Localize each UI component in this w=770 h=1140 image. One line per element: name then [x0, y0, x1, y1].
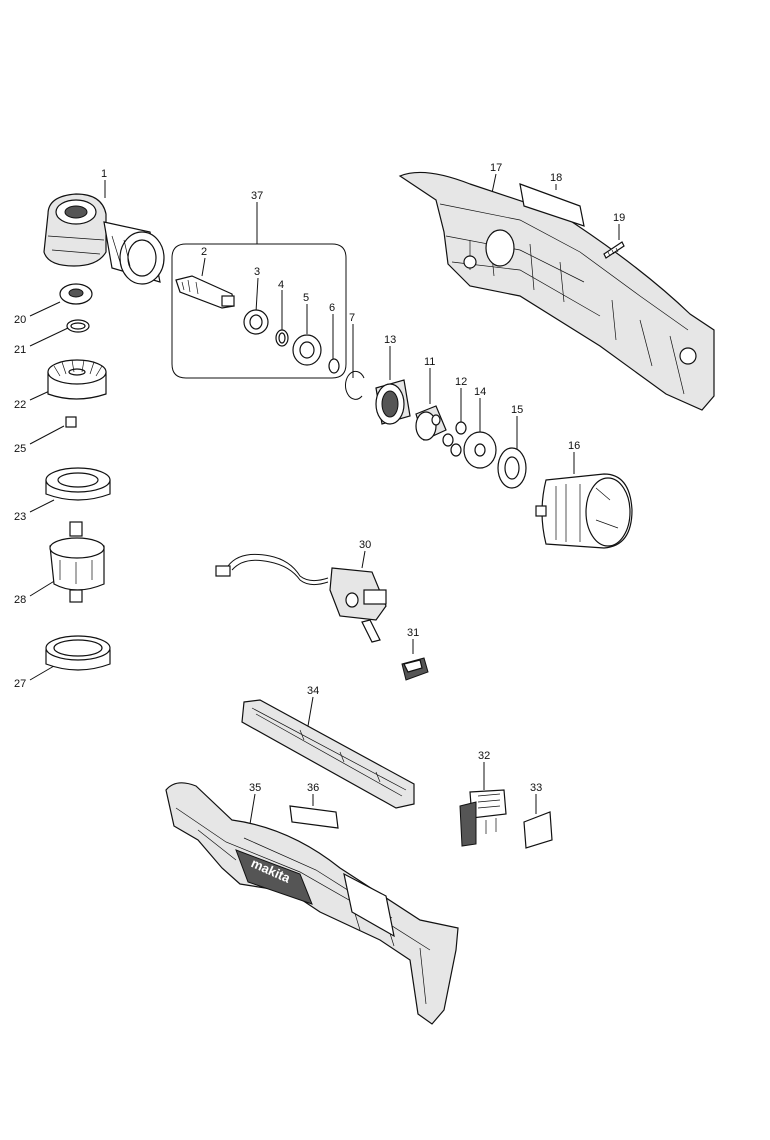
- part-number-3: 3: [254, 266, 260, 278]
- part-22-bevel-gear: [47, 359, 107, 400]
- part-number-2: 2: [201, 246, 207, 258]
- part-23-ring: [45, 467, 111, 501]
- part-number-20: 20: [14, 314, 26, 326]
- part-number-12: 12: [455, 376, 467, 388]
- part-1-angle-head: [43, 193, 165, 285]
- part-number-31: 31: [407, 627, 419, 639]
- part-number-1: 1: [101, 168, 107, 180]
- part-14-washer: [463, 431, 497, 469]
- part-number-11: 11: [424, 356, 435, 368]
- part-number-27: 27: [14, 678, 26, 690]
- part-number-17: 17: [490, 162, 502, 174]
- part-number-36: 36: [307, 782, 319, 794]
- part-28-anvil-assembly: [49, 521, 105, 603]
- part-number-30: 30: [359, 539, 371, 551]
- part-7-snap-ring: [345, 370, 365, 400]
- part-number-28: 28: [14, 594, 26, 606]
- part-37-assembly-group: [171, 243, 347, 379]
- part-number-18: 18: [550, 172, 562, 184]
- part-15-ring-washer: [497, 447, 527, 489]
- part-30-switch: [215, 553, 387, 643]
- part-number-6: 6: [329, 302, 335, 314]
- part-number-14: 14: [474, 386, 486, 398]
- part-number-32: 32: [478, 750, 490, 762]
- part-36-label: [289, 805, 339, 829]
- part-numbers: 1 2 3 4 5 6 7 11 12 13 14 15 16 17 18 19…: [14, 162, 625, 794]
- part-number-35: 35: [249, 782, 261, 794]
- part-number-13: 13: [384, 334, 396, 346]
- part-12-planet-gears: [442, 421, 467, 457]
- part-18-label: [519, 183, 585, 227]
- part-13-internal-gear: [375, 379, 411, 425]
- part-5-bearing: [292, 334, 322, 366]
- part-2-spindle: [175, 275, 235, 309]
- part-17-housing-half: [398, 171, 715, 411]
- part-20-bearing: [59, 283, 93, 305]
- part-32-terminal: [459, 789, 507, 847]
- part-27-ring-cover: [45, 635, 111, 671]
- leader-lines: [29, 173, 620, 825]
- part-3-bearing: [243, 309, 269, 335]
- part-number-37: 37: [251, 190, 263, 202]
- part-number-5: 5: [303, 292, 309, 304]
- part-number-15: 15: [511, 404, 523, 416]
- part-33-label: [523, 811, 553, 849]
- part-35-housing-set: makita: [165, 782, 459, 1025]
- part-number-21: 21: [14, 344, 26, 356]
- part-34-rail: [241, 699, 415, 809]
- part-number-7: 7: [349, 312, 355, 324]
- part-31-switch-button: [401, 657, 429, 681]
- part-19-screw: [603, 241, 625, 259]
- part-number-25: 25: [14, 443, 26, 455]
- part-25-key: [65, 416, 77, 428]
- part-number-19: 19: [613, 212, 625, 224]
- part-number-4: 4: [278, 279, 284, 291]
- part-number-22: 22: [14, 399, 26, 411]
- part-21-snap-ring: [66, 319, 90, 333]
- part-6-retaining-ring: [328, 358, 340, 374]
- part-11-carrier: [415, 405, 447, 441]
- part-16-motor: [535, 473, 633, 549]
- part-number-23: 23: [14, 511, 26, 523]
- part-number-33: 33: [530, 782, 542, 794]
- part-4-ring: [275, 329, 289, 347]
- part-number-16: 16: [568, 440, 580, 452]
- part-number-34: 34: [307, 685, 319, 697]
